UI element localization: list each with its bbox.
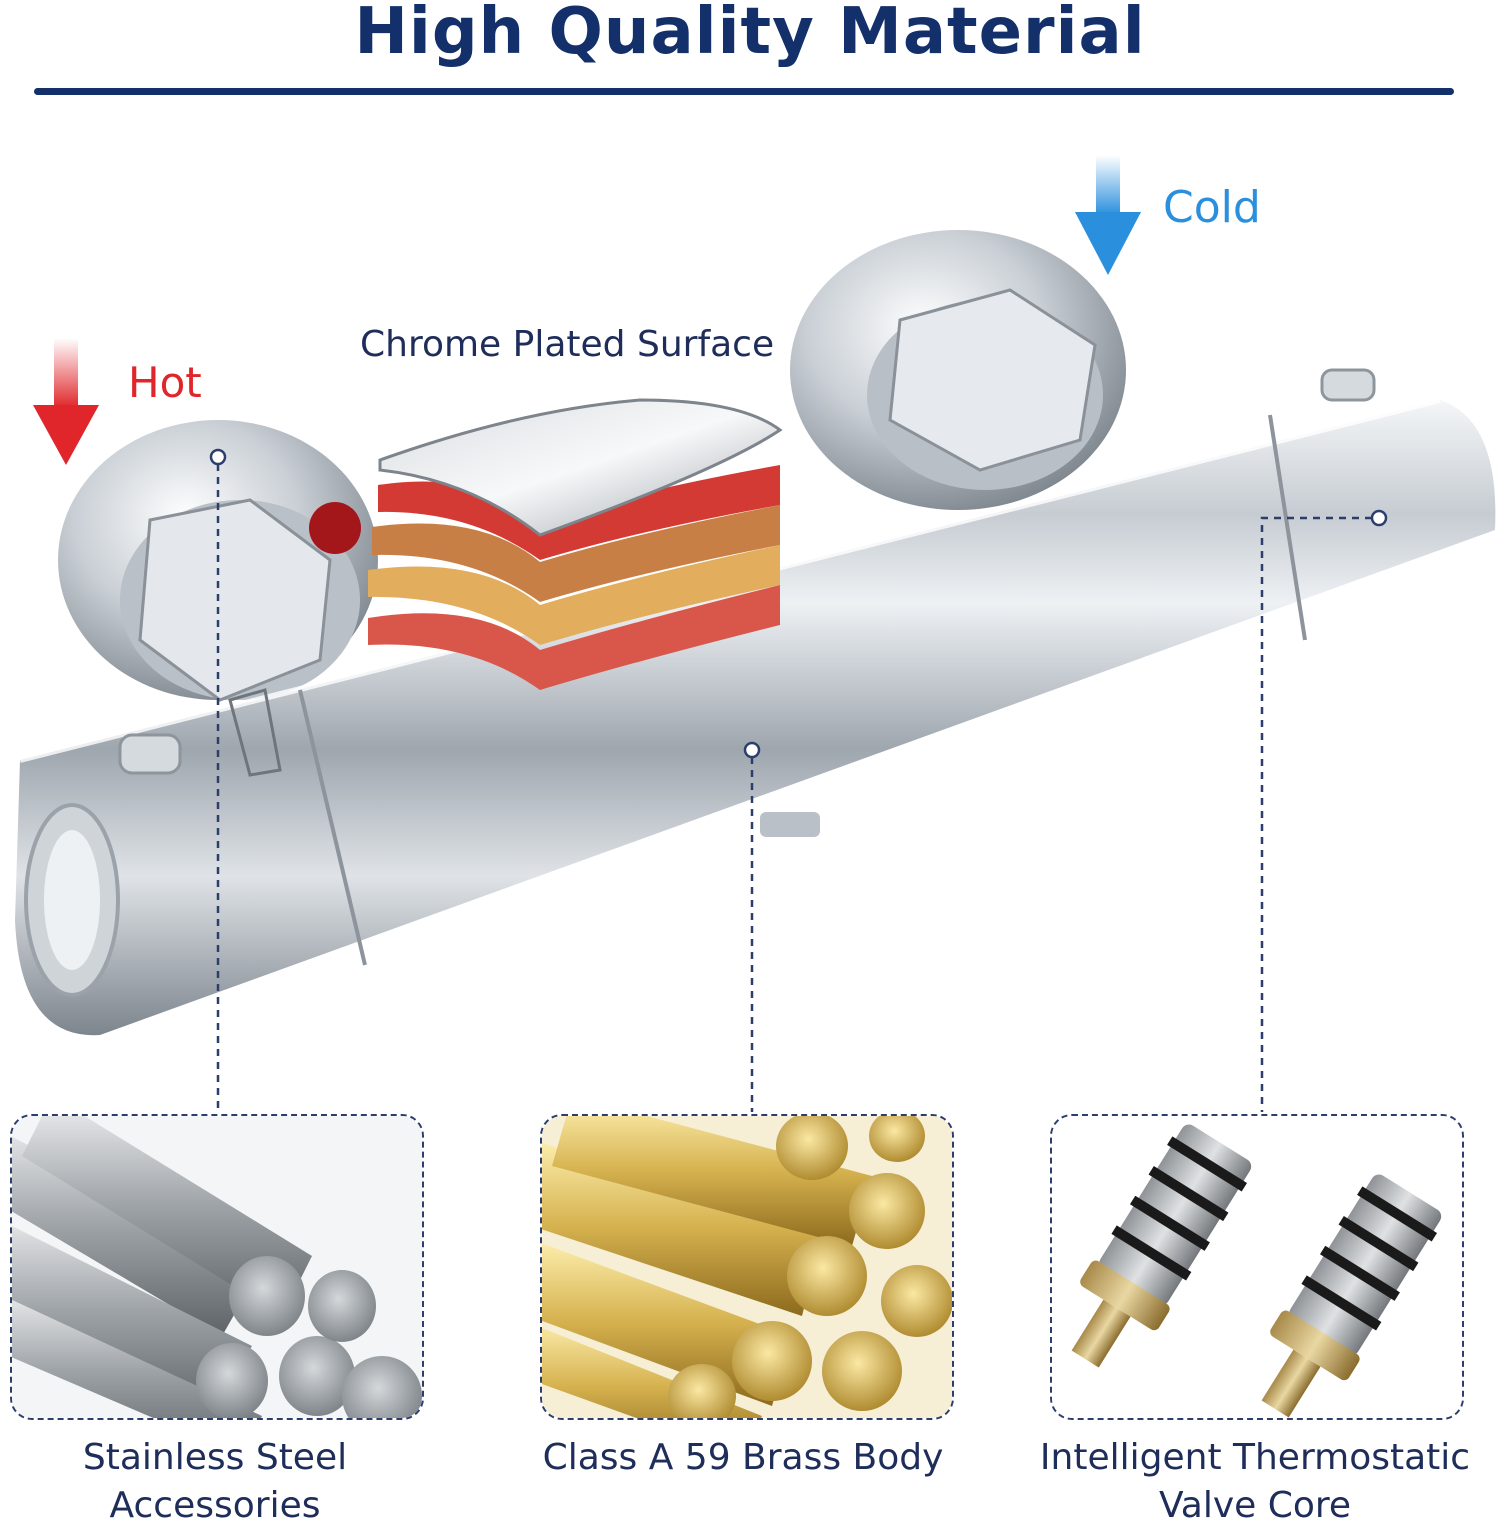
brass-rods-graphic (542, 1116, 952, 1418)
steel-rods-graphic (12, 1116, 422, 1418)
caption-line: Class A 59 Brass Body (542, 1437, 944, 1478)
valve-core-image (1050, 1114, 1464, 1420)
title-underline (34, 88, 1454, 95)
caption-valve-core: Intelligent Thermostatic Valve Core (1025, 1434, 1485, 1530)
caption-stainless-steel: Stainless Steel Accessories (0, 1434, 445, 1530)
brass-body-image (540, 1114, 954, 1420)
hot-arrow-icon (33, 338, 99, 465)
caption-line: Accessories (109, 1485, 321, 1526)
plating-layers-graphic (368, 398, 783, 690)
leader-lines (216, 464, 1372, 1112)
valve-body (15, 368, 1496, 1036)
caption-brass-body: Class A 59 Brass Body (513, 1434, 973, 1482)
stainless-steel-image (10, 1114, 424, 1420)
cold-label: Cold (1163, 182, 1261, 233)
caption-line: Intelligent Thermostatic (1039, 1437, 1471, 1478)
cold-inlet-disc (790, 230, 1126, 510)
caption-line: Stainless Steel (82, 1437, 348, 1478)
chrome-surface-label: Chrome Plated Surface (360, 324, 775, 365)
hot-label: Hot (128, 358, 202, 407)
page-title: High Quality Material (354, 0, 1146, 69)
valve-cartridges-graphic (1052, 1116, 1462, 1418)
cold-arrow-icon (1075, 155, 1141, 275)
leader-dots (209, 448, 1388, 759)
caption-line: Valve Core (1158, 1485, 1352, 1526)
